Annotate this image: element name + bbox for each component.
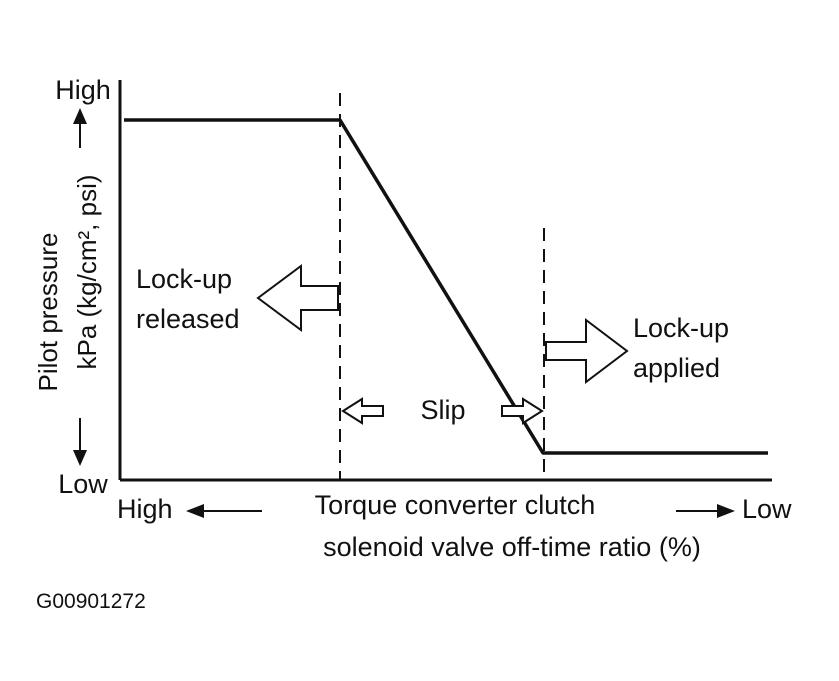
pressure-curve — [124, 118, 768, 455]
figure-id: G00901272 — [36, 590, 146, 613]
y-axis-high-label: High — [55, 75, 111, 105]
x-arrow-left-icon — [186, 504, 204, 518]
x-axis-label-line2: solenoid valve off-time ratio (%) — [323, 532, 701, 562]
y-arrow-up-icon — [73, 108, 87, 124]
y-axis-label-line2: kPa (kg/cm², psi) — [72, 174, 102, 369]
lockup-applied-arrow-icon — [545, 317, 629, 385]
lockup-released-label-line1: Lock-up — [136, 264, 232, 294]
lockup-released-label-line2: released — [136, 304, 240, 334]
x-axis-low-label: Low — [742, 494, 792, 524]
slip-label: Slip — [420, 395, 465, 425]
x-axis-high-label: High — [117, 494, 173, 524]
lockup-applied-label-line2: applied — [633, 353, 720, 383]
y-axis-label-line1: Pilot pressure — [33, 233, 63, 392]
lockup-applied-label-line1: Lock-up — [633, 313, 729, 343]
y-axis-low-label: Low — [58, 469, 108, 499]
slip-right-arrow-icon — [501, 397, 544, 425]
x-axis-label-line1: Torque converter clutch — [315, 490, 596, 520]
lockup-released-arrow-icon — [256, 264, 339, 332]
y-arrow-down-icon — [73, 450, 87, 466]
slip-left-arrow-icon — [341, 397, 384, 425]
x-arrow-right-icon — [717, 504, 735, 518]
